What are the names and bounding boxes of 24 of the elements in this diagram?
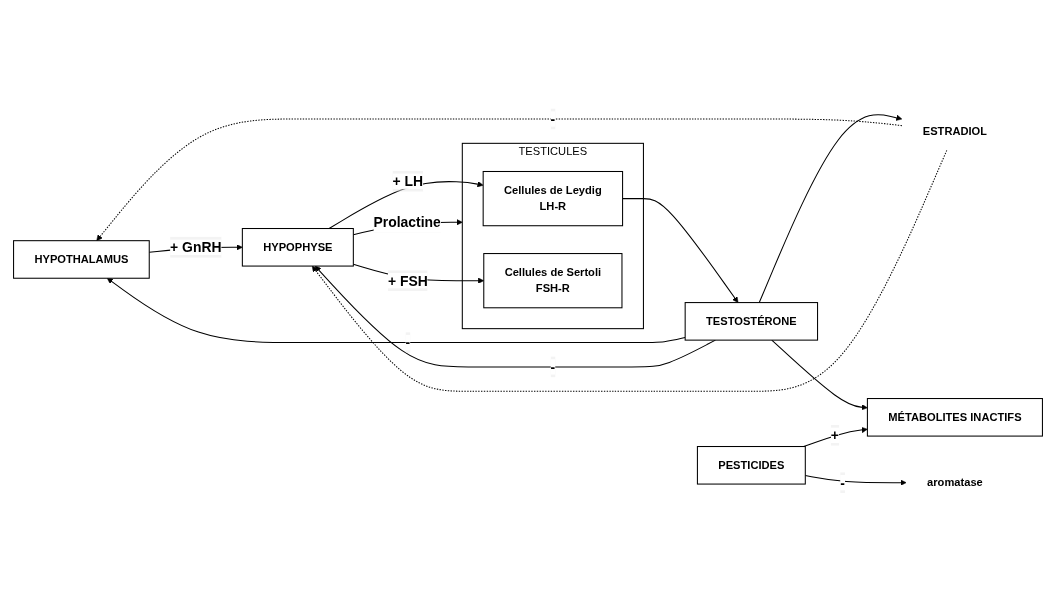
node-box: Cellules de Sertoli FSH-R (483, 253, 623, 309)
node-box: MÉTABOLITES INACTIFS (866, 398, 1043, 438)
edge-label: - (550, 111, 556, 128)
node-box: TESTOSTÉRONE (684, 302, 819, 342)
edge-label: + FSH (387, 273, 428, 289)
edge-label: Prolactine (373, 215, 441, 231)
edge-label: + LH (392, 174, 424, 190)
node-box: HYPOPHYSE (241, 228, 354, 268)
node-text: ESTRADIOL (922, 125, 988, 138)
arrow (311, 150, 948, 393)
arrow (106, 278, 686, 344)
arrow (771, 340, 868, 411)
arrow (758, 114, 903, 304)
edge-label: + GnRH (170, 240, 222, 256)
arrow (622, 198, 739, 304)
edge-label: + (830, 428, 839, 444)
edge-label: - (840, 475, 845, 491)
node-text: aromatase (927, 476, 983, 489)
arrow (96, 118, 903, 242)
node-box: HYPOTHALAMUS (13, 240, 150, 280)
node-box: PESTICIDES (696, 446, 806, 486)
edge-label: - (405, 335, 411, 351)
node-box: Cellules de Leydig LH-R (482, 171, 624, 227)
edge-label: - (550, 359, 556, 376)
